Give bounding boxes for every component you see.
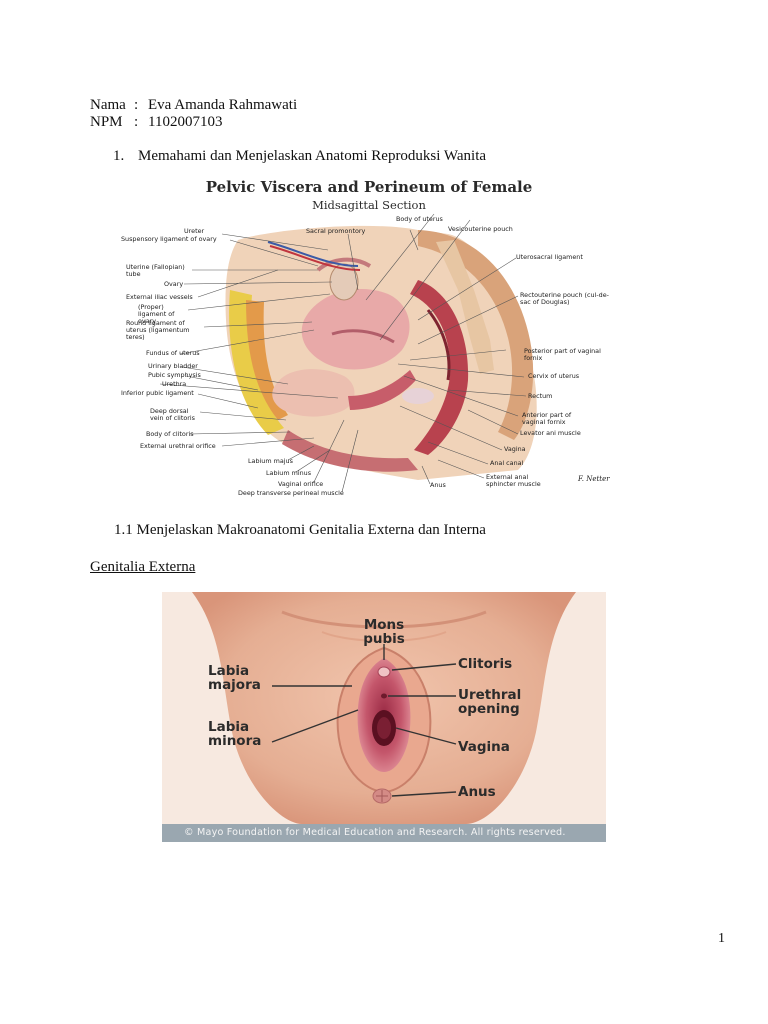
npm-separator: : [134, 114, 139, 130]
label-cervix: Cervix of uterus [528, 372, 580, 380]
label-round-ligament: Round ligament of uterus (ligamentum ter… [126, 319, 190, 341]
label-body-of-uterus: Body of uterus [396, 215, 443, 223]
label-ureter: Ureter [184, 227, 205, 235]
label-posterior-fornix: Posterior part of vaginal fornix [524, 347, 601, 362]
label-suspensory-ligament: Suspensory ligament of ovary [121, 235, 217, 243]
label-deep-transverse-perineal: Deep transverse perineal muscle [238, 489, 344, 497]
label-vagina: Vagina [504, 445, 526, 453]
label-sacral-promontory: Sacral promontory [306, 227, 366, 235]
label-labium-majus: Labium majus [248, 457, 293, 465]
name-value: Eva Amanda Rahmawati [148, 97, 298, 113]
name-label: Nama [90, 97, 126, 113]
pelvic-section-illustration [159, 213, 537, 493]
label-levator-ani: Levator ani muscle [520, 429, 581, 437]
label-external-urethral-orifice: External urethral orifice [140, 442, 216, 450]
label-anal-canal: Anal canal [490, 459, 524, 467]
label-external-iliac-vessels: External iliac vessels [126, 293, 193, 301]
label-mons-pubis: Mons pubis [363, 617, 405, 647]
label-rectum: Rectum [528, 392, 553, 400]
label-urinary-bladder: Urinary bladder [148, 362, 198, 370]
section-1-heading: 1. Memahami dan Menjelaskan Anatomi Repro… [113, 147, 486, 165]
external-genitalia-figure: Mons pubis Labia majora Labia minora Cli… [162, 592, 606, 842]
label-inferior-pubic-ligament: Inferior pubic ligament [121, 389, 194, 397]
label-labium-minus: Labium minus [266, 469, 312, 477]
label-uterosacral-ligament: Uterosacral ligament [516, 253, 583, 261]
label-fundus: Fundus of uterus [146, 349, 200, 357]
label-anterior-fornix: Anterior part of vaginal fornix [522, 411, 572, 426]
npm-label: NPM [90, 114, 123, 130]
section-1-1-heading: 1.1 Menjelaskan Makroanatomi Genitalia E… [114, 522, 486, 538]
label-urethral-opening: Urethral opening [458, 687, 522, 717]
npm-line: NPM:1102007103 [90, 113, 222, 131]
label-proper-ligament: (Proper) ligament of ovary [138, 303, 175, 325]
external-genitalia-illustration [162, 592, 606, 824]
label-clitoris: Clitoris [458, 656, 513, 672]
label-vesicouterine-pouch: Vesicouterine pouch [448, 225, 513, 233]
figure-1-subtitle: Midsagittal Section [312, 198, 426, 212]
label-vaginal-orifice: Vaginal orifice [278, 480, 324, 488]
genitalia-externa-heading: Genitalia Externa [90, 559, 196, 575]
npm-value: 1102007103 [148, 114, 223, 130]
label-ovary: Ovary [164, 280, 184, 288]
copyright-text: © Mayo Foundation for Medical Education … [184, 827, 566, 838]
section-1-title: Memahami dan Menjelaskan Anatomi Reprodu… [138, 148, 487, 164]
pelvic-viscera-figure: Pelvic Viscera and Perineum of Female Mi… [118, 170, 620, 500]
label-rectouterine-pouch: Rectouterine pouch (cul-de-sac of Dougla… [520, 291, 609, 306]
figure-1-title: Pelvic Viscera and Perineum of Female [205, 178, 533, 196]
label-body-of-clitoris: Body of clitoris [146, 430, 194, 438]
label-anus-fig1: Anus [430, 481, 446, 489]
label-labia-majora: Labia majora [208, 663, 261, 693]
page-number: 1 [718, 931, 725, 946]
label-vagina-fig2: Vagina [458, 739, 510, 755]
label-pubic-symphysis: Pubic symphysis [148, 371, 201, 379]
label-labia-minora: Labia minora [208, 719, 262, 749]
netter-signature: F. Netter [578, 475, 610, 483]
label-uterine-tube: Uterine (Fallopian) tube [126, 263, 185, 278]
label-anus-fig2: Anus [458, 784, 496, 800]
label-urethra: Urethra [162, 380, 187, 388]
name-line: Nama: Eva Amanda Rahmawati [90, 96, 297, 114]
copyright-bar: © Mayo Foundation for Medical Education … [162, 824, 606, 842]
section-1-number: 1. [113, 148, 125, 164]
label-external-anal-sphincter: External anal sphincter muscle [486, 473, 541, 488]
label-deep-dorsal-vein: Deep dorsal vein of clitoris [150, 407, 195, 422]
name-separator: : [134, 97, 139, 113]
